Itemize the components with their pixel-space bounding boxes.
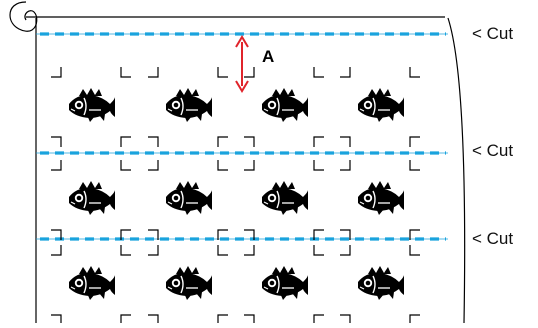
corner-crop-mark-icon	[121, 137, 131, 147]
cut-label-1: < Cut	[472, 25, 513, 42]
corner-crop-mark-icon	[121, 67, 131, 77]
sticker-cell	[51, 160, 131, 240]
corner-crop-mark-icon	[218, 160, 228, 170]
cut-label-3: < Cut	[472, 230, 513, 247]
corner-crop-mark-icon	[244, 67, 254, 77]
corner-crop-mark-icon	[148, 67, 158, 77]
corner-crop-mark-icon	[121, 245, 131, 255]
corner-crop-mark-icon	[244, 137, 254, 147]
sticker-cell	[51, 245, 131, 323]
corner-crop-mark-icon	[148, 315, 158, 323]
sticker-cell	[51, 67, 131, 147]
corner-crop-mark-icon	[244, 315, 254, 323]
sticker-cell	[244, 160, 324, 240]
fish-icon	[166, 266, 212, 300]
corner-crop-mark-icon	[410, 160, 420, 170]
measure-label: A	[262, 48, 274, 65]
sticker-cell	[148, 160, 228, 240]
fish-icon	[69, 88, 115, 122]
corner-crop-mark-icon	[218, 137, 228, 147]
sticker-cell	[340, 245, 420, 323]
corner-crop-mark-icon	[410, 67, 420, 77]
corner-crop-mark-icon	[51, 315, 61, 323]
corner-crop-mark-icon	[314, 315, 324, 323]
fish-icon	[262, 266, 308, 300]
fish-icon	[69, 266, 115, 300]
fish-icon	[358, 181, 404, 215]
measure-arrow	[236, 37, 248, 91]
corner-crop-mark-icon	[218, 245, 228, 255]
corner-crop-mark-icon	[340, 67, 350, 77]
corner-crop-mark-icon	[314, 137, 324, 147]
corner-crop-mark-icon	[148, 160, 158, 170]
corner-crop-mark-icon	[51, 137, 61, 147]
corner-crop-mark-icon	[148, 245, 158, 255]
corner-crop-mark-icon	[314, 67, 324, 77]
sticker-cell	[244, 245, 324, 323]
sticker-cell	[244, 67, 324, 147]
sticker-cell	[340, 67, 420, 147]
corner-crop-mark-icon	[51, 67, 61, 77]
corner-crop-mark-icon	[218, 67, 228, 77]
fish-icon	[166, 88, 212, 122]
corner-crop-mark-icon	[340, 245, 350, 255]
corner-crop-mark-icon	[314, 245, 324, 255]
fish-icon	[358, 88, 404, 122]
fish-icon	[69, 181, 115, 215]
corner-crop-mark-icon	[244, 245, 254, 255]
corner-crop-mark-icon	[148, 137, 158, 147]
fish-icon	[262, 88, 308, 122]
corner-crop-mark-icon	[121, 315, 131, 323]
corner-crop-mark-icon	[410, 137, 420, 147]
corner-crop-mark-icon	[340, 315, 350, 323]
fish-icon	[166, 181, 212, 215]
fish-icon	[358, 266, 404, 300]
sticker-cell	[148, 245, 228, 323]
corner-crop-mark-icon	[340, 137, 350, 147]
sticker-cell	[340, 160, 420, 240]
sticker-cell	[148, 67, 228, 147]
corner-crop-mark-icon	[314, 160, 324, 170]
corner-crop-mark-icon	[410, 315, 420, 323]
corner-crop-mark-icon	[51, 245, 61, 255]
corner-crop-mark-icon	[51, 160, 61, 170]
corner-crop-mark-icon	[410, 245, 420, 255]
corner-crop-mark-icon	[244, 160, 254, 170]
corner-crop-mark-icon	[340, 160, 350, 170]
fish-icon	[262, 181, 308, 215]
corner-crop-mark-icon	[121, 160, 131, 170]
corner-crop-mark-icon	[218, 315, 228, 323]
cut-label-2: < Cut	[472, 142, 513, 159]
